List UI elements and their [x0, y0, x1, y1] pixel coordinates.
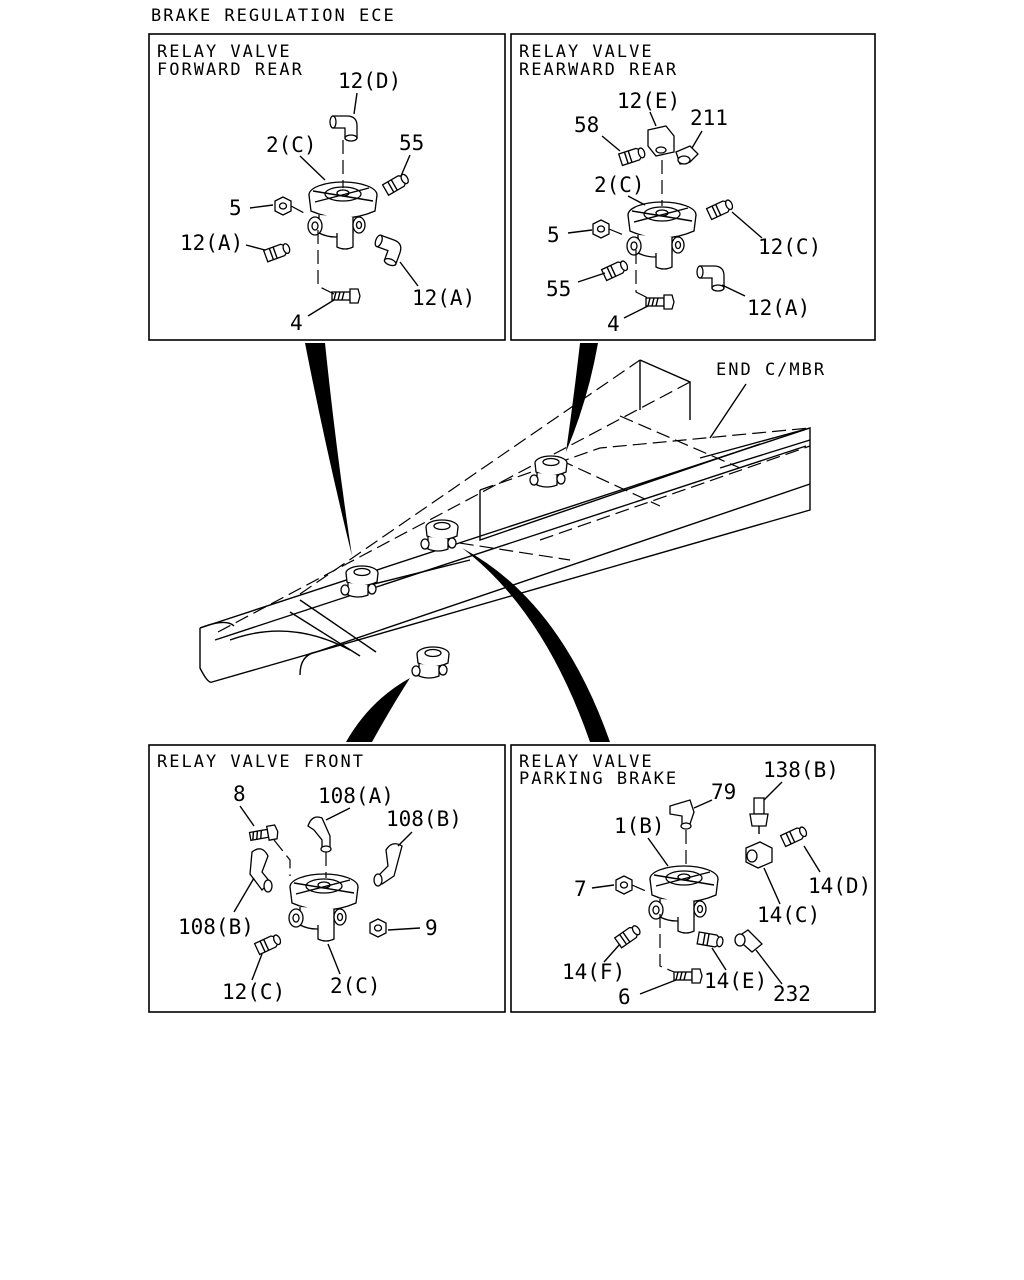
callout-6: 6: [618, 985, 631, 1009]
fitting-12d: [329, 115, 358, 142]
callout-79: 79: [711, 780, 736, 804]
callout-55: 55: [546, 277, 571, 301]
bolt-4: [645, 294, 675, 310]
callout-108b-left: 108(B): [178, 915, 254, 939]
panel-title-line2: REARWARD REAR: [519, 60, 678, 80]
hose-108a: [307, 816, 332, 853]
nut-7: [615, 875, 633, 895]
bolt-4: [331, 288, 361, 304]
callout-5: 5: [229, 196, 242, 220]
callout-12a: 12(A): [747, 296, 810, 320]
callout-108a: 108(A): [318, 784, 394, 808]
end-member-label: END C/MBR: [716, 360, 826, 380]
fitting-14f: [614, 922, 643, 949]
leader-rearward-rear: [566, 343, 598, 452]
fitting-14d: [779, 824, 810, 848]
panel-title-line2: PARKING BRAKE: [519, 769, 678, 789]
callout-211: 211: [690, 106, 728, 130]
callout-2c: 2(C): [266, 133, 317, 157]
hose-108b-left: [249, 848, 273, 893]
hose-108b-right: [373, 843, 403, 887]
nut-5: [274, 196, 292, 216]
fitting-138b: [749, 797, 769, 834]
callout-14f: 14(F): [562, 960, 625, 984]
panel-parking-brake: RELAY VALVE PARKING BRAKE 138(B): [510, 744, 876, 1013]
fitting-232: [734, 929, 763, 953]
callout-14d: 14(D): [808, 874, 871, 898]
panel-frame: [510, 744, 876, 1013]
panel-frame: [148, 744, 506, 1013]
callout-12a-left: 12(A): [180, 231, 243, 255]
plug-55: [600, 258, 631, 282]
frame-valve-forward-rear: [340, 565, 379, 598]
callout-55: 55: [399, 131, 424, 155]
fitting-12a-left: [262, 241, 292, 263]
panel-rearward-rear: RELAY VALVE REARWARD REAR 12(E) 58 211 2…: [510, 33, 876, 341]
frame-valve-parking-brake: [420, 519, 459, 552]
panel-title-line1: RELAY VALVE FRONT: [157, 752, 365, 772]
callout-1b: 1(B): [614, 814, 665, 838]
bolt-6: [673, 968, 703, 984]
tee-14c: [745, 841, 773, 869]
fitting-12a-right: [368, 233, 404, 268]
callout-14e: 14(E): [704, 969, 767, 993]
panel-title-line1: RELAY VALVE: [157, 42, 292, 62]
panel-forward-rear: RELAY VALVE FORWARD REAR 12(D) 2(C) 55 5…: [148, 33, 506, 341]
fitting-12c: [253, 932, 284, 956]
callout-58: 58: [574, 113, 599, 137]
callout-2c: 2(C): [330, 974, 381, 998]
relay-valve-body: [288, 873, 359, 942]
panel-frame: [148, 33, 506, 341]
callout-4: 4: [607, 312, 620, 336]
callout-7: 7: [574, 877, 587, 901]
callout-8: 8: [233, 782, 246, 806]
leader-parking-brake: [462, 548, 610, 742]
fitting-12a: [696, 265, 725, 292]
fitting-58: [618, 145, 647, 167]
nut-9: [369, 918, 387, 938]
fitting-14e: [696, 931, 725, 949]
frame-valve-rearward-rear: [529, 455, 568, 488]
chassis-frame-illustration: END C/MBR: [199, 343, 826, 742]
tee-fitting-12e: [647, 125, 675, 157]
leader-front: [346, 678, 410, 742]
relay-valve-body: [648, 865, 719, 934]
elbow-79: [669, 799, 695, 830]
diagram-title: BRAKE REGULATION ECE: [151, 6, 396, 26]
callout-2c: 2(C): [594, 173, 645, 197]
callout-232: 232: [773, 982, 811, 1006]
panel-title-line1: RELAY VALVE: [519, 42, 654, 62]
fitting-12c: [705, 197, 736, 221]
callout-12a-right: 12(A): [412, 286, 475, 310]
callout-12e: 12(E): [617, 89, 680, 113]
plug-55: [381, 171, 411, 196]
callout-12c: 12(C): [222, 980, 285, 1004]
panel-title-line1: RELAY VALVE: [519, 752, 654, 772]
callout-5: 5: [547, 223, 560, 247]
callout-108b-right: 108(B): [386, 807, 462, 831]
panel-frame: [510, 33, 876, 341]
panel-title-line2: FORWARD REAR: [157, 60, 304, 80]
callout-138b: 138(B): [763, 758, 839, 782]
relay-valve-body: [626, 201, 697, 270]
callout-14c: 14(C): [757, 903, 820, 927]
fitting-211: [675, 145, 699, 165]
callout-12d: 12(D): [338, 69, 401, 93]
callout-9: 9: [425, 916, 438, 940]
nut-5: [592, 219, 610, 239]
panel-front: RELAY VALVE FRONT 8 108(A) 108(B) 108(B)…: [148, 744, 506, 1013]
callout-4: 4: [290, 311, 303, 335]
callout-12c: 12(C): [758, 235, 821, 259]
leader-forward-rear: [305, 343, 352, 556]
frame-valve-front: [411, 646, 450, 679]
